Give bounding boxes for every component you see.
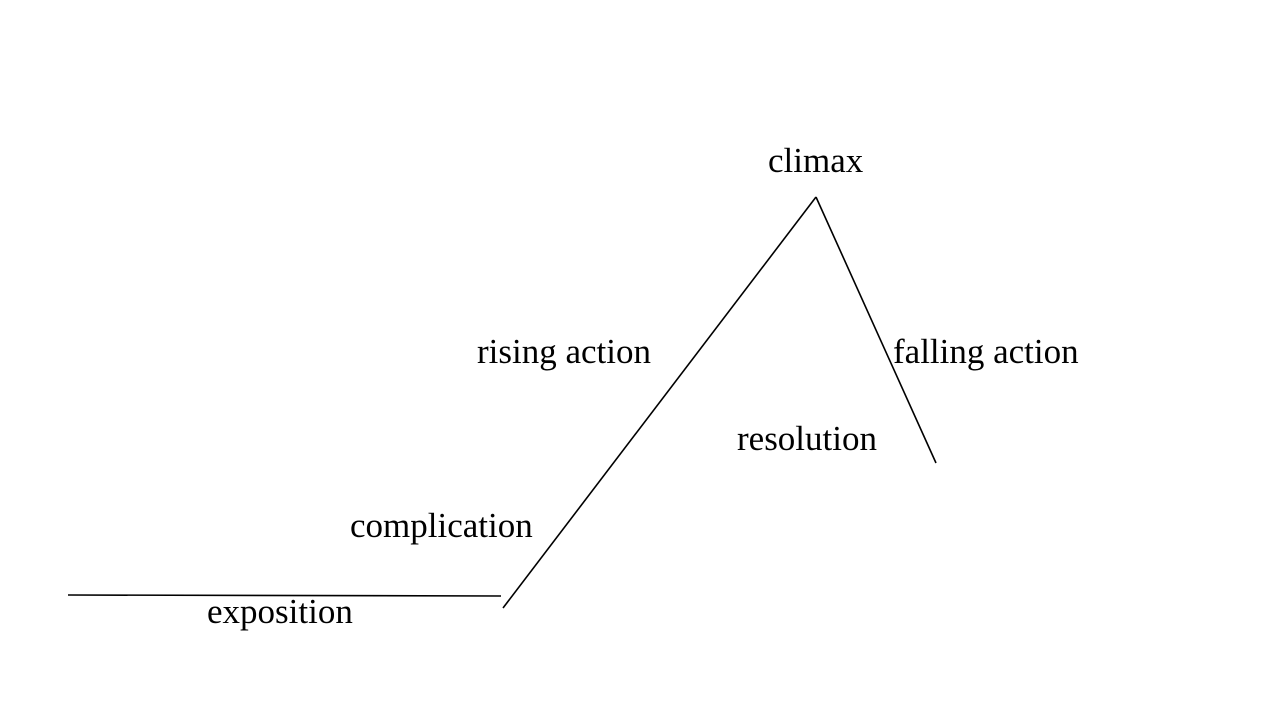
rising-action-label: rising action	[477, 332, 651, 371]
falling-action-label: falling action	[893, 332, 1079, 371]
complication-label: complication	[350, 506, 533, 545]
exposition-line	[67, 594, 502, 597]
rising-action-line	[502, 196, 817, 609]
falling-action-line	[815, 196, 937, 464]
resolution-label: resolution	[737, 419, 877, 458]
climax-label: climax	[768, 141, 864, 180]
exposition-label: exposition	[207, 592, 353, 631]
